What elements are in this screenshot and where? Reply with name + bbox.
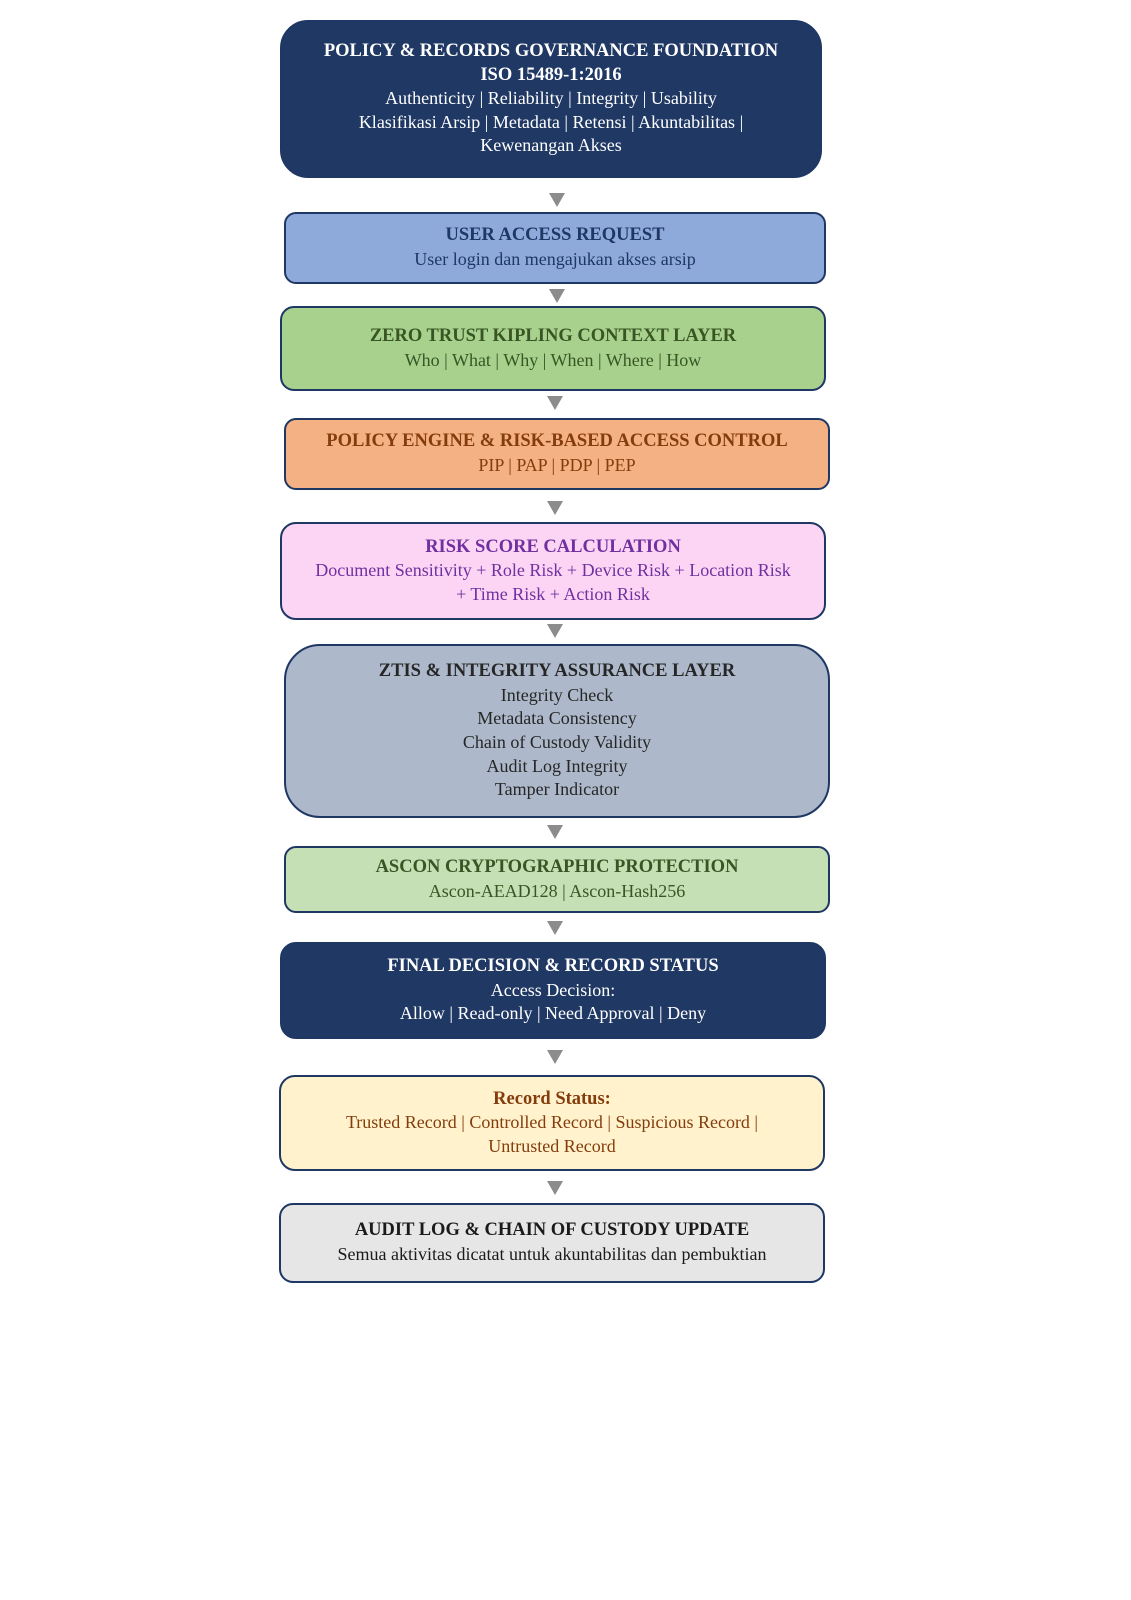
governance-principles: Authenticity | Reliability | Integrity |… [385, 88, 717, 109]
ascon-algorithms: Ascon-AEAD128 | Ascon-Hash256 [428, 880, 686, 901]
record-status-title: Record Status: [493, 1088, 611, 1109]
access-decision-options: Allow | Read-only | Need Approval | Deny [399, 1003, 707, 1024]
ascon-protection-box: ASCON CRYPTOGRAPHIC PROTECTION Ascon-AEA… [284, 846, 830, 913]
ztis-item: Chain of Custody Validity [462, 732, 652, 752]
ztis-item: Tamper Indicator [494, 779, 620, 800]
zero-trust-context-questions: Who | What | Why | When | Where | How [404, 349, 702, 370]
policy-engine-title: POLICY ENGINE & RISK-BASED ACCESS CONTRO… [326, 431, 788, 452]
flow-arrow-down-icon [547, 1050, 563, 1064]
ztis-item: Metadata Consistency [477, 708, 637, 729]
flow-arrow-down-icon [547, 396, 563, 410]
record-status-box: Record Status: Trusted Record | Controll… [279, 1075, 825, 1171]
user-access-request-box: USER ACCESS REQUEST User login dan menga… [284, 212, 826, 284]
audit-log-title: AUDIT LOG & CHAIN OF CUSTODY UPDATE [354, 1220, 750, 1241]
access-decision-label: Access Decision: [490, 979, 616, 1000]
governance-foundation-box: POLICY & RECORDS GOVERNANCE FOUNDATION I… [280, 20, 822, 178]
zero-trust-title: ZERO TRUST KIPLING CONTEXT LAYER [369, 325, 737, 346]
flow-arrow-down-icon [547, 1181, 563, 1195]
risk-score-box: RISK SCORE CALCULATION Document Sensitiv… [280, 522, 826, 620]
ascon-title: ASCON CRYPTOGRAPHIC PROTECTION [375, 856, 739, 877]
flow-arrow-down-icon [547, 501, 563, 515]
ztis-item: Integrity Check [500, 684, 614, 705]
risk-score-formula-line1: Document Sensitivity + Role Risk + Devic… [315, 560, 791, 581]
flow-arrow-down-icon [549, 193, 565, 207]
ztis-item: Audit Log Integrity [486, 755, 628, 776]
flow-arrow-down-icon [549, 289, 565, 303]
audit-log-description: Semua aktivitas dicatat untuk akuntabili… [337, 1244, 767, 1264]
flow-arrow-down-icon [547, 825, 563, 839]
policy-engine-box: POLICY ENGINE & RISK-BASED ACCESS CONTRO… [284, 418, 830, 490]
risk-score-title: RISK SCORE CALCULATION [425, 536, 681, 557]
risk-score-formula-line2: + Time Risk + Action Risk [456, 583, 650, 604]
user-access-title: USER ACCESS REQUEST [445, 225, 665, 246]
governance-iso-subtitle: ISO 15489-1:2016 [480, 64, 622, 85]
governance-elements-line2: Kewenangan Akses [480, 135, 622, 156]
governance-elements-line1: Klasifikasi Arsip | Metadata | Retensi |… [358, 111, 744, 132]
user-access-description: User login dan mengajukan akses arsip [414, 249, 696, 269]
flow-arrow-down-icon [547, 921, 563, 935]
zero-trust-kipling-box: ZERO TRUST KIPLING CONTEXT LAYER Who | W… [280, 306, 826, 391]
record-status-options-line1: Trusted Record | Controlled Record | Sus… [345, 1112, 759, 1133]
audit-log-box: AUDIT LOG & CHAIN OF CUSTODY UPDATE Semu… [279, 1203, 825, 1283]
record-status-options-line2: Untrusted Record [488, 1135, 616, 1156]
ztis-integrity-box: ZTIS & INTEGRITY ASSURANCE LAYER Integri… [284, 644, 830, 818]
policy-engine-components: PIP | PAP | PDP | PEP [478, 455, 636, 475]
final-decision-title: FINAL DECISION & RECORD STATUS [387, 956, 719, 977]
governance-title: POLICY & RECORDS GOVERNANCE FOUNDATION [323, 41, 779, 62]
flow-arrow-down-icon [547, 624, 563, 638]
ztis-title: ZTIS & INTEGRITY ASSURANCE LAYER [378, 661, 736, 682]
final-decision-box: FINAL DECISION & RECORD STATUS Access De… [280, 942, 826, 1039]
